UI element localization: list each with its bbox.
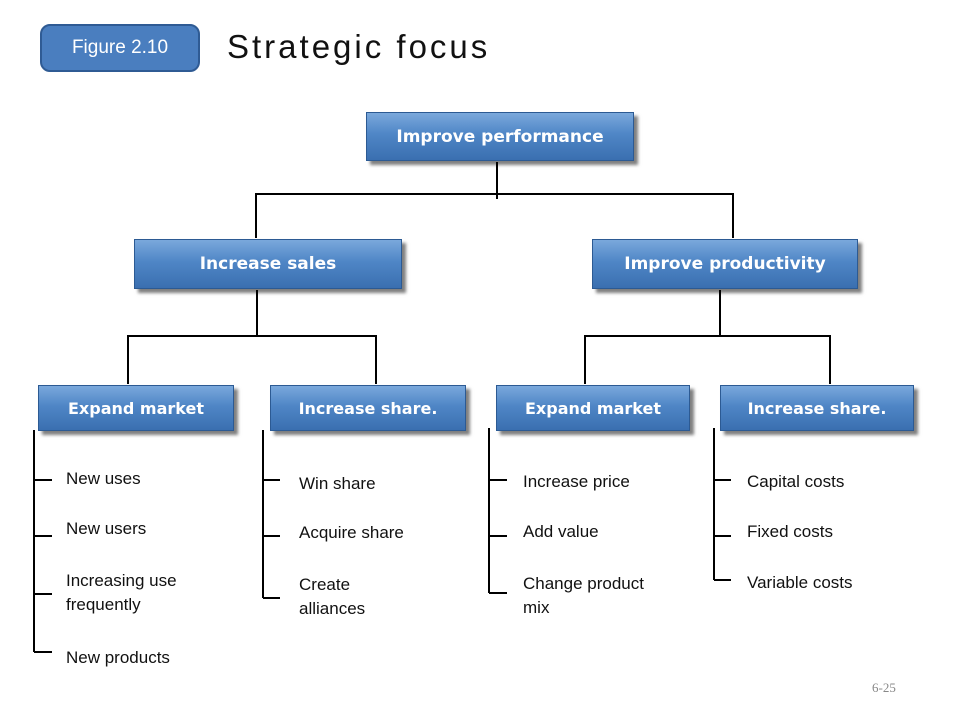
list-item: Capital costs: [747, 472, 845, 491]
connector: [584, 335, 831, 384]
expand-market-node-1: Expand market: [38, 385, 234, 431]
expand-market-node-2: Expand market: [496, 385, 690, 431]
list-item: Win share: [299, 474, 376, 493]
list-item: Change product mix: [523, 574, 644, 617]
list-item: New uses: [66, 469, 141, 488]
list-item: Increase price: [523, 472, 630, 491]
list-item: Variable costs: [747, 573, 853, 592]
connector: [255, 193, 734, 238]
connector: [127, 335, 377, 384]
improve-productivity-node: Improve productivity: [592, 239, 858, 289]
increase-share-node-1: Increase share.: [270, 385, 466, 431]
increase-sales-node: Increase sales: [134, 239, 402, 289]
increase-share-node-2: Increase share.: [720, 385, 914, 431]
page-number: 6-25: [872, 680, 896, 695]
list-item: New users: [66, 519, 147, 538]
list-item: Acquire share: [299, 523, 404, 542]
list-item: Fixed costs: [747, 522, 833, 541]
page-title: Strategic focus: [227, 28, 491, 65]
list-item: New products: [66, 648, 170, 667]
list-item: Create alliances: [299, 575, 366, 618]
figure-label-badge: Figure 2.10: [40, 24, 200, 72]
root-node: Improve performance: [366, 112, 634, 161]
list-item: Add value: [523, 522, 599, 541]
list-item: Increasing use frequently: [66, 571, 177, 614]
